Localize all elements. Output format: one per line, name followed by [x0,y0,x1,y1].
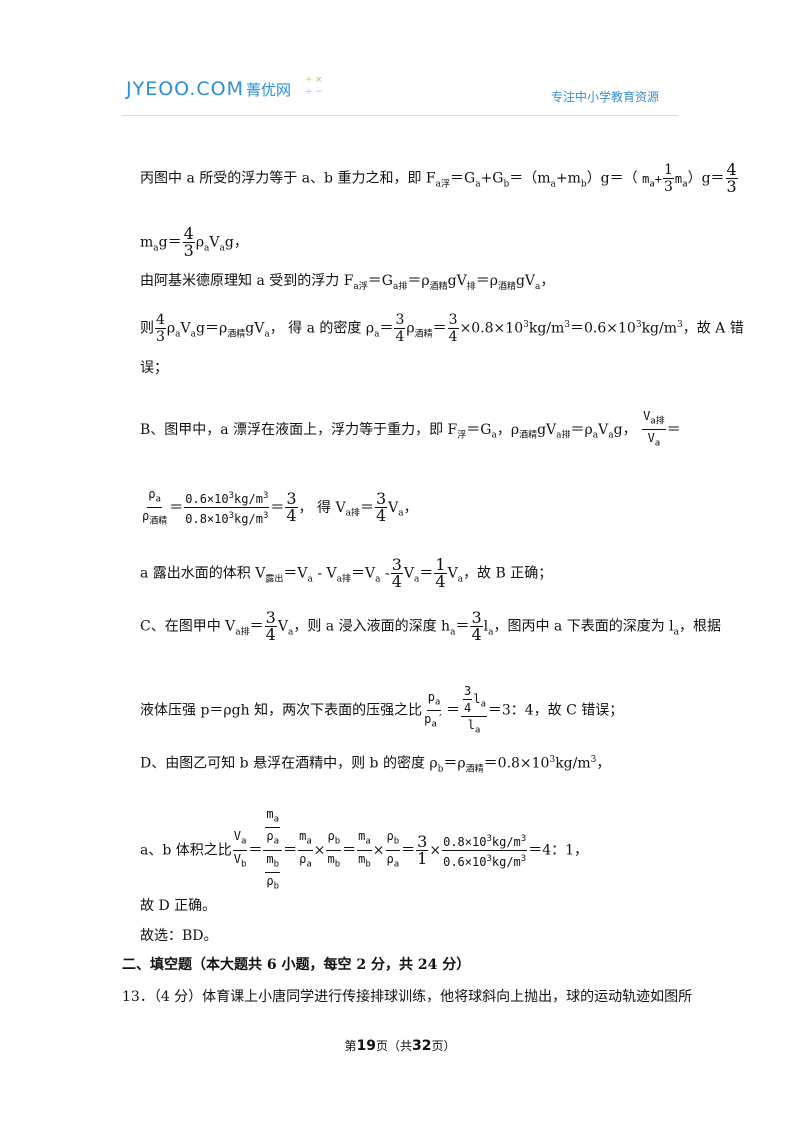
logo-cn: 菁优网 [246,81,292,99]
solution-line-13: 故 D 正确。 [140,898,217,914]
solution-line-3: 由阿基米德原理知 a 受到的浮力 Fa浮＝Ga排＝ρ酒精gV排＝ρ酒精gVa， [140,273,555,292]
page-total: 32 [412,1038,432,1054]
section-heading: 二、填空题（本大题共 6 小题，每空 2 分，共 24 分） [122,957,471,973]
question-13: 13．（4 分）体育课上小唐同学进行传接排球训练，他将球斜向上抛出，球的运动轨迹… [122,989,693,1005]
logo-text: JYEOO.COM [126,78,245,100]
svg-text:−: − [315,87,323,97]
svg-text:×: × [315,75,323,85]
solution-line-11: D、由图乙可知 b 悬浮在酒精中，则 b 的密度 ρb＝ρ酒精＝0.8×103k… [140,755,611,775]
header-divider [122,115,678,116]
solution-line-6: B、图甲中，a 漂浮在液面上，浮力等于重力，即 F浮＝Ga，ρ酒精gVa排＝ρa… [140,409,681,449]
svg-text:+: + [305,75,313,85]
page-number: 19 [356,1038,376,1054]
page-footer: 第19页（共32页） [344,1038,456,1054]
tagline: 专注中小学教育资源 [551,90,660,104]
logo-decoration-icon: + × ÷ − [305,75,323,97]
solution-line-5: 误； [140,360,168,376]
svg-text:÷: ÷ [305,87,313,97]
solution-line-14: 故选：BD。 [140,928,218,944]
solution-line-1: 丙图中 a 所受的浮力等于 a、b 重力之和，即 Fa浮＝Ga+Gb＝（ma+m… [140,160,738,196]
